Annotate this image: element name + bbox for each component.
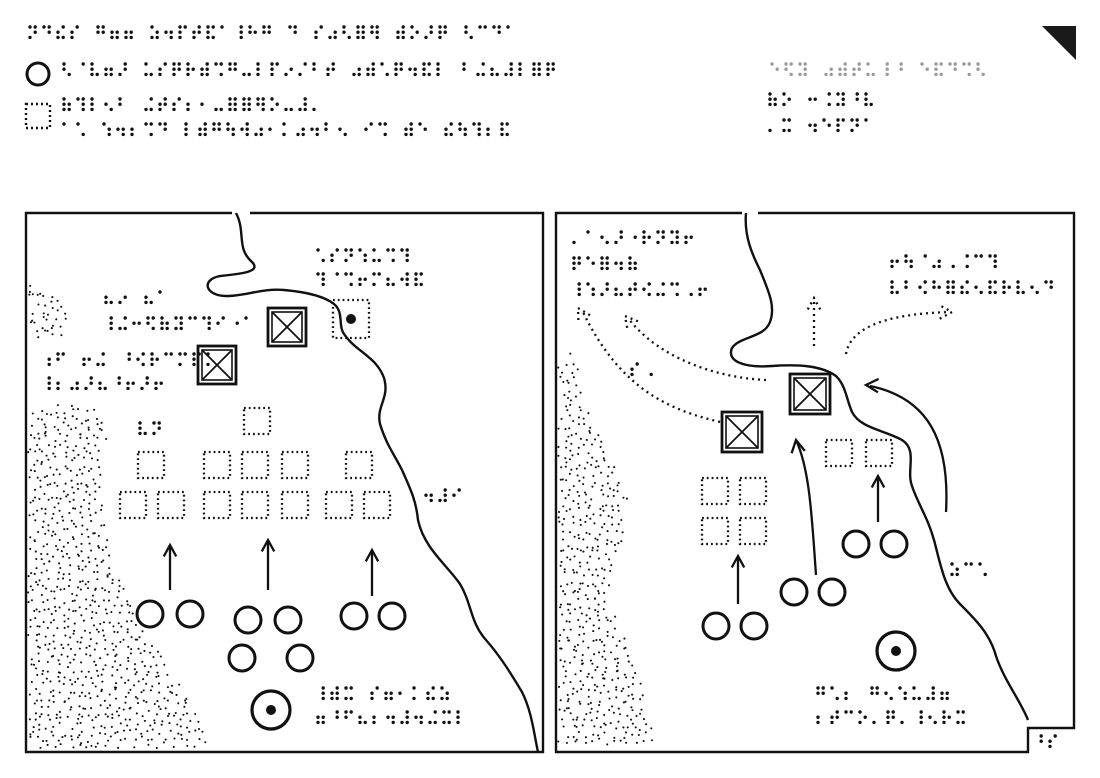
map-right-frame: [554, 211, 1076, 754]
defending-units-right: [700, 438, 894, 546]
map-left: [24, 211, 545, 754]
hq-box-x-icon: [720, 410, 764, 454]
coastal-stipple-right: [557, 352, 654, 746]
coastal-stipple-left: [27, 284, 207, 750]
capital-circled-dot-icon: [250, 689, 292, 731]
hq-box-x-icon: [266, 306, 308, 348]
corner-triangle-icon: [1042, 26, 1076, 60]
advance-arrows-left: [162, 537, 380, 596]
river-left: [206, 212, 540, 753]
advance-arrows-right: [576, 295, 955, 604]
legend-note-braille: [768, 92, 873, 133]
map-right: [554, 211, 1076, 754]
map-left-labels: [47, 248, 461, 725]
legend-solid-circle-icon: [25, 61, 51, 87]
map-left-frame: [24, 211, 545, 754]
corner-key-braille: [1039, 734, 1057, 749]
dotted-capital-icon: [331, 298, 371, 340]
corner-key: [0, 0, 1, 1]
legend-dotted-square-icon: [24, 102, 52, 130]
attacking-units-right: [701, 529, 909, 641]
defending-units-left: [118, 406, 392, 520]
legend-braille-1: [62, 62, 985, 77]
attacking-units-left: [135, 599, 407, 673]
legend-braille-2: [62, 97, 509, 137]
map-right-labels: [572, 230, 1053, 725]
title-braille: [28, 25, 510, 40]
capital-circled-dot-icon: [875, 630, 917, 672]
hq-box-x-icon: [788, 372, 832, 416]
river-right: [729, 212, 1030, 721]
hq-box-x-icon: [196, 344, 238, 386]
